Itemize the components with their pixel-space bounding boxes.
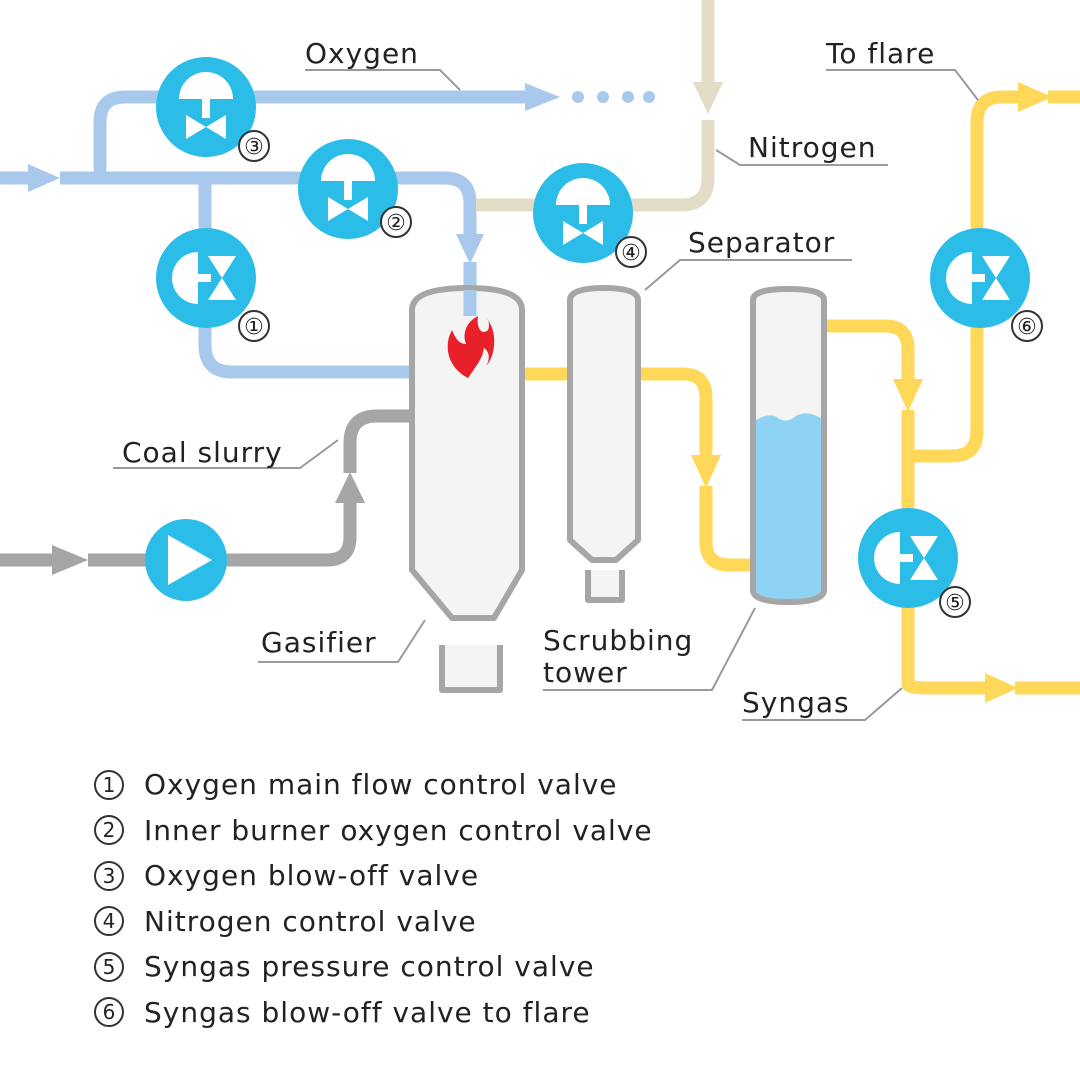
valve-3-number: ③: [244, 135, 264, 160]
oxygen-pipe-header: [60, 171, 477, 236]
separator-water: [756, 413, 821, 599]
syngas-blow-off-valve-icon[interactable]: [930, 228, 1030, 328]
oxygen-main-flow-control-valve-icon[interactable]: [156, 228, 256, 328]
syngas-label: Syngas: [742, 686, 850, 719]
valve-4-number: ④: [621, 241, 641, 266]
legend-item: 3 Oxygen blow-off valve: [94, 853, 994, 899]
to-flare-label: To flare: [825, 37, 935, 70]
oxygen-dot: [622, 91, 634, 103]
gasifier-label: Gasifier: [261, 626, 377, 659]
legend-text: Oxygen blow-off valve: [144, 859, 480, 893]
oxygen-burner-arrow-icon: [456, 234, 484, 264]
valve-2-number: ②: [386, 211, 406, 236]
valve-1-number: ①: [244, 315, 264, 340]
coal-slurry-label: Coal slurry: [122, 436, 283, 469]
legend-number: 1: [94, 769, 124, 800]
legend-number: 5: [94, 951, 124, 982]
valve-number-markers: ③ ② ① ④ ⑥ ⑤: [238, 130, 1043, 618]
legend-number: 4: [94, 906, 124, 937]
gasifier-vessel: [409, 285, 525, 693]
legend-item: 5 Syngas pressure control valve: [94, 944, 994, 990]
syngas-flare-arrow-icon: [1018, 82, 1052, 112]
syngas-out-arrow-icon: [985, 673, 1018, 703]
nitrogen-pipe: [476, 0, 715, 212]
valve-legend: 1 Oxygen main flow control valve 2 Inner…: [94, 762, 994, 1035]
oxygen-dot: [572, 91, 584, 103]
legend-text: Inner burner oxygen control valve: [144, 813, 653, 847]
legend-number: 3: [94, 860, 124, 891]
oxygen-arrow-icon: [525, 83, 560, 111]
oxygen-label: Oxygen: [305, 37, 419, 70]
oxygen-inlet-arrow-icon: [28, 164, 60, 192]
pump-icon[interactable]: [145, 519, 227, 601]
leader-lines: [113, 69, 979, 721]
legend-item: 4 Nitrogen control valve: [94, 899, 994, 945]
syngas-arrow-icon: [691, 455, 721, 488]
oxygen-pipe-blowoff: [93, 90, 530, 178]
syngas-arrow-icon: [893, 379, 923, 412]
oxygen-dot: [643, 91, 655, 103]
scrubbing-tower-label-line1: Scrubbing: [543, 624, 693, 657]
legend-item: 6 Syngas blow-off valve to flare: [94, 990, 994, 1036]
nitrogen-arrow-icon: [693, 82, 723, 114]
legend-item: 2 Inner burner oxygen control valve: [94, 808, 994, 854]
syngas-pipe-scrubber-separator: [636, 367, 760, 572]
legend-text: Syngas blow-off valve to flare: [144, 995, 591, 1029]
coal-slurry-inlet-arrow-icon: [52, 545, 88, 575]
oxygen-dot: [597, 91, 609, 103]
coal-slurry-pipe: [88, 409, 412, 567]
oxygen-pipe-main: [198, 178, 420, 379]
separator-label: Separator: [688, 226, 835, 259]
legend-text: Syngas pressure control valve: [144, 950, 595, 984]
nitrogen-label: Nitrogen: [748, 131, 876, 164]
coal-slurry-arrow-icon: [335, 472, 365, 503]
legend-text: Oxygen main flow control valve: [144, 768, 618, 802]
separator-vessel: [750, 285, 827, 606]
legend-item: 1 Oxygen main flow control valve: [94, 762, 994, 808]
syngas-pipe-separator-out: [818, 319, 1080, 695]
legend-number: 6: [94, 997, 124, 1028]
legend-text: Nitrogen control valve: [144, 904, 477, 938]
valve-5-number: ⑤: [945, 591, 965, 616]
flame-icon: [447, 316, 495, 378]
valve-6-number: ⑥: [1017, 315, 1037, 340]
legend-number: 2: [94, 815, 124, 846]
scrubbing-tower-vessel: [567, 285, 641, 603]
scrubbing-tower-label-line2: tower: [543, 656, 628, 689]
